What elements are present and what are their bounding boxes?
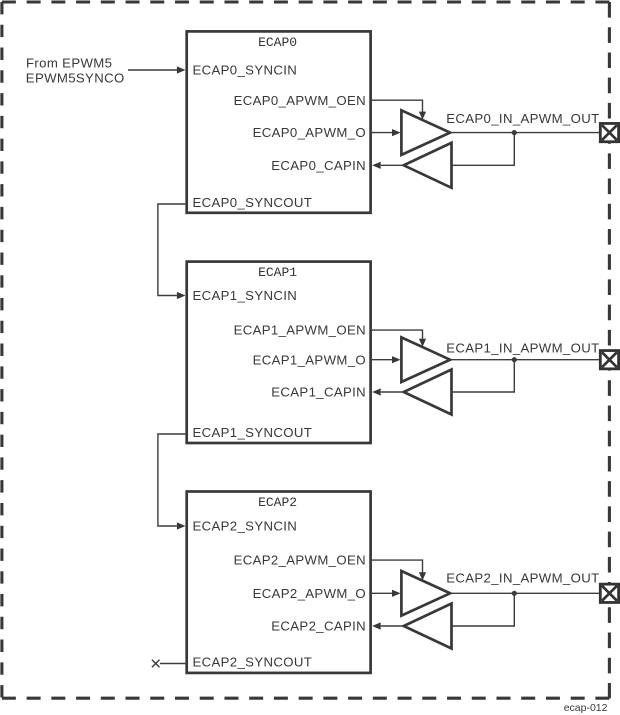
- ecap1-block-group: ECAP1 ECAP1_SYNCIN ECAP1_APWM_OEN ECAP1_…: [185, 260, 620, 445]
- ecap2-block-box: [185, 490, 372, 675]
- ecap2-io-pad: [598, 582, 620, 604]
- ecap1-apwm-o-wire: [371, 356, 401, 364]
- ecap1-syncin-label: ECAP1_SYNCIN: [193, 288, 298, 303]
- ecap0-block-box: [185, 30, 372, 215]
- sync-source-line2: EPWM5SYNCO: [26, 71, 125, 86]
- sync-source-label: From EPWM5 EPWM5SYNCO: [26, 55, 125, 86]
- ecap0-apwm-oen-wire: [371, 99, 427, 120]
- ecap2-apwm-o-label: ECAP2_APWM_O: [253, 586, 366, 601]
- ecap0-capin-label: ECAP0_CAPIN: [271, 158, 366, 173]
- ecap0-io-pad: [598, 122, 620, 144]
- ecap1-apwm-oen-label: ECAP1_APWM_OEN: [234, 323, 366, 338]
- epwm5-to-ecap0-sync-arrow: [128, 66, 186, 74]
- ecap1-output-buffer: [400, 335, 454, 385]
- ecap0-syncin-label: ECAP0_SYNCIN: [193, 63, 298, 78]
- ecap2-apwm-o-wire: [371, 589, 401, 597]
- ecap1-io-pad: [598, 349, 620, 371]
- ecap2-block-title: ECAP2: [258, 495, 297, 510]
- ecap2-syncout-label: ECAP2_SYNCOUT: [193, 655, 313, 670]
- ecap0-output-buffer: [400, 108, 454, 158]
- ecap2-apwm-oen-label: ECAP2_APWM_OEN: [234, 553, 366, 568]
- ecap0-pad-label: ECAP0_IN_APWM_OUT: [446, 111, 599, 126]
- ecap0-feedback-wire: [452, 132, 515, 167]
- ecap1-capin-wire: [372, 388, 404, 396]
- ecap2-feedback-wire: [452, 593, 515, 627]
- ecap1-block-box: [185, 260, 372, 445]
- figure-dashed-border: [0, 0, 611, 700]
- ecap2-block-group: ECAP2 ECAP2_SYNCIN ECAP2_APWM_OEN ECAP2_…: [185, 490, 620, 675]
- ecap2-capin-label: ECAP2_CAPIN: [271, 619, 366, 634]
- ecap2-syncout-unconnected-wire: [151, 659, 186, 668]
- ecap2-syncin-label: ECAP2_SYNCIN: [193, 519, 298, 534]
- ecap1-input-buffer: [400, 367, 453, 417]
- ecap0-block-group: ECAP0 ECAP0_SYNCIN ECAP0_APWM_OEN ECAP0_…: [185, 30, 620, 215]
- sync-source-line1: From EPWM5: [26, 55, 112, 70]
- ecap0-apwm-o-wire: [371, 129, 401, 137]
- ecap0-input-buffer: [400, 140, 453, 190]
- ecap0-to-ecap1-sync-wire: [157, 203, 186, 300]
- ecap2-pad-label: ECAP2_IN_APWM_OUT: [446, 571, 599, 586]
- ecap0-apwm-o-label: ECAP0_APWM_O: [253, 125, 366, 140]
- ecap1-feedback-wire: [452, 359, 515, 393]
- ecap2-input-buffer: [400, 601, 453, 651]
- ecap1-to-ecap2-sync-wire: [157, 433, 186, 530]
- ecap1-capin-label: ECAP1_CAPIN: [271, 385, 366, 400]
- ecap2-capin-wire: [372, 622, 404, 630]
- ecap0-block-title: ECAP0: [258, 35, 297, 50]
- ecap0-apwm-oen-label: ECAP0_APWM_OEN: [234, 93, 366, 108]
- ecap1-pad-label: ECAP1_IN_APWM_OUT: [446, 340, 599, 355]
- figure-id: ecap-012: [564, 702, 608, 714]
- ecap0-capin-wire: [372, 161, 404, 169]
- ecap0-syncout-label: ECAP0_SYNCOUT: [193, 195, 313, 210]
- ecap2-apwm-oen-wire: [371, 559, 427, 581]
- ecap1-apwm-oen-wire: [371, 329, 427, 347]
- ecap1-apwm-o-label: ECAP1_APWM_O: [253, 352, 366, 367]
- ecap1-block-title: ECAP1: [258, 265, 297, 280]
- ecap2-output-buffer: [400, 568, 454, 618]
- ecap1-syncout-label: ECAP1_SYNCOUT: [193, 425, 313, 440]
